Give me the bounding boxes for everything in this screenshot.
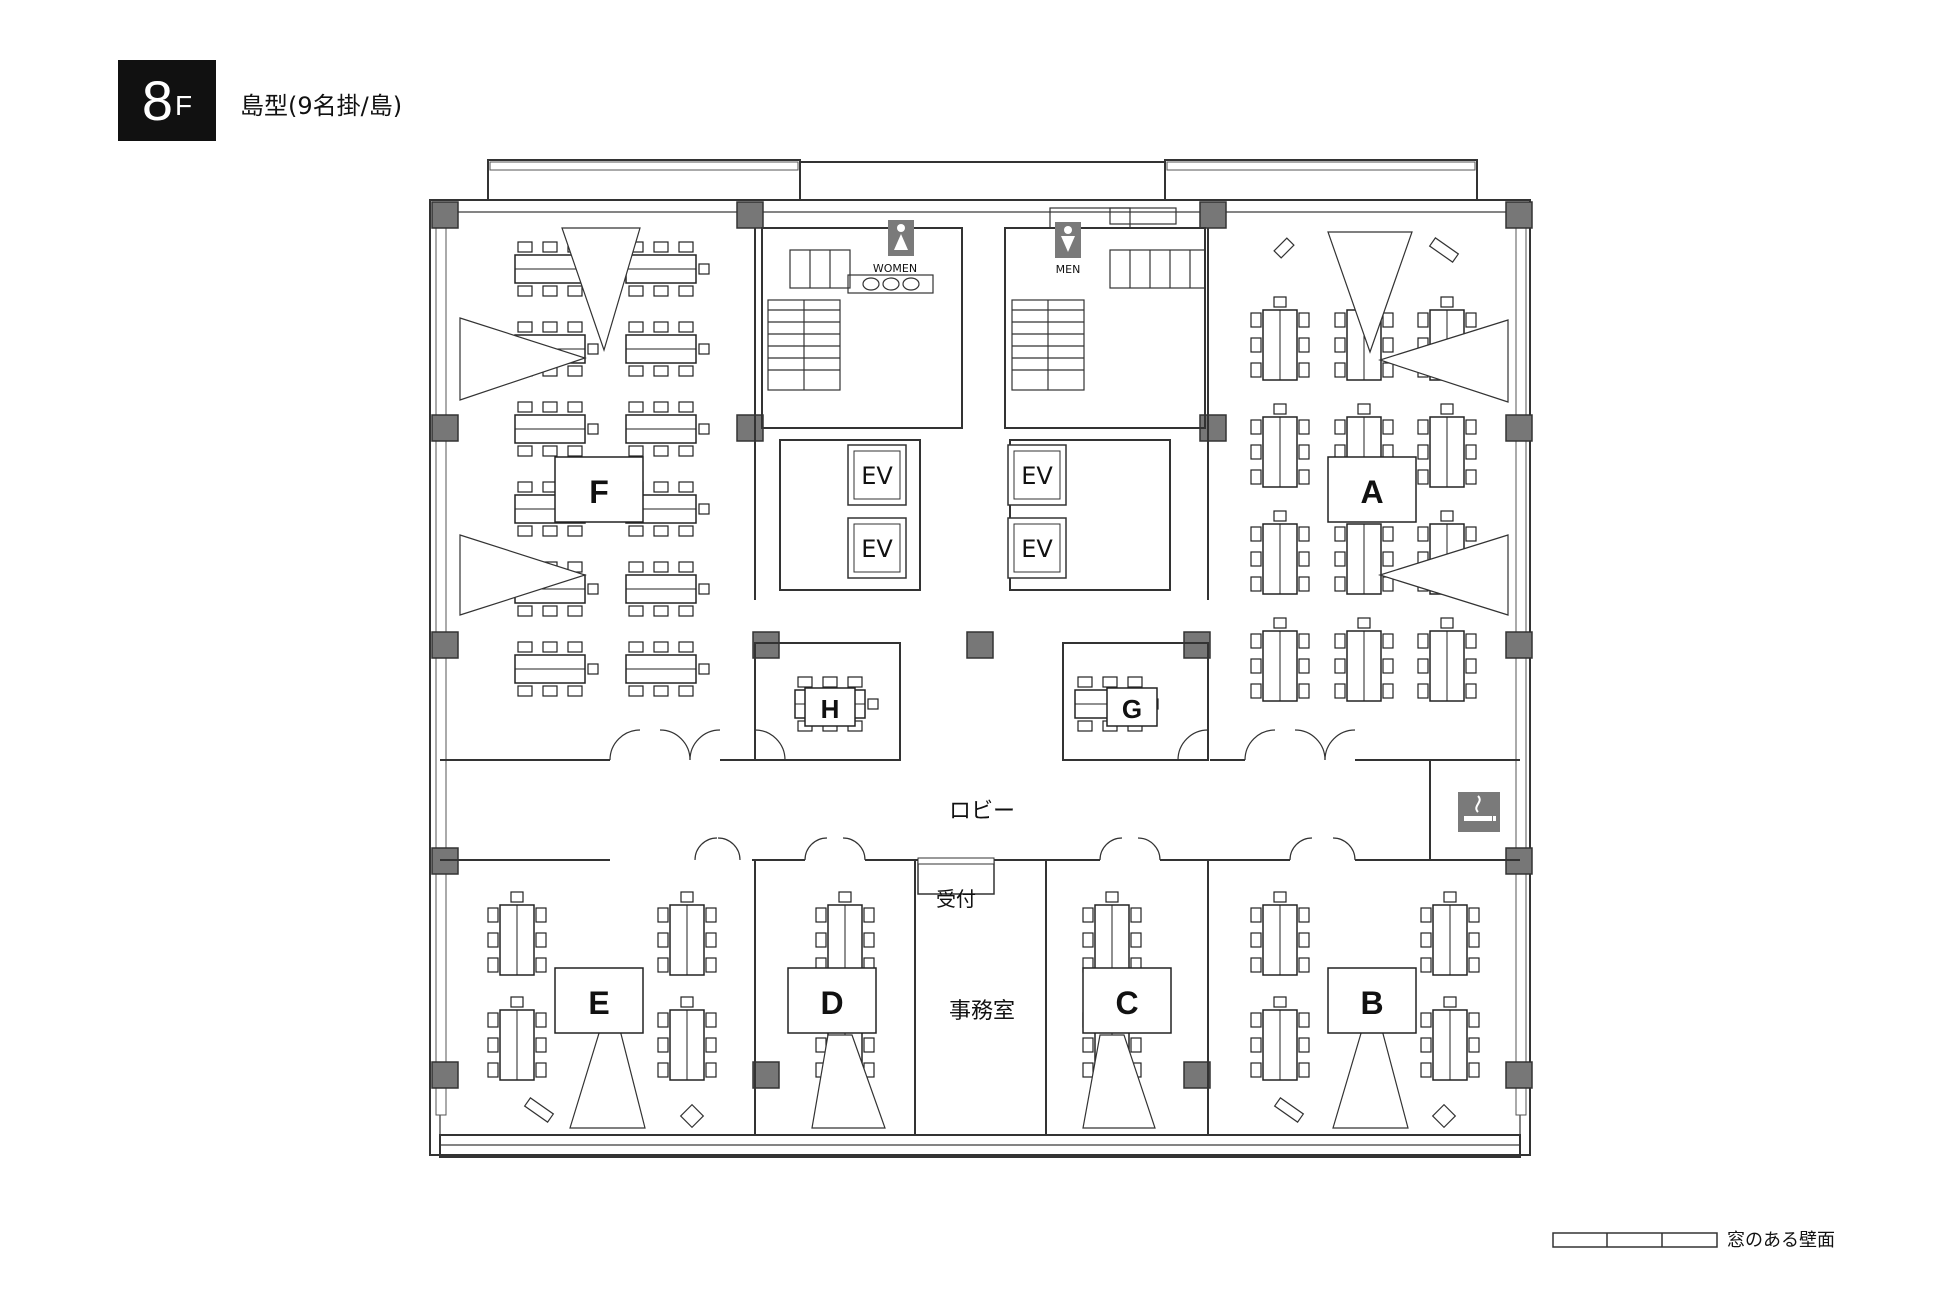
floor-number: 8 xyxy=(141,68,174,132)
women-restroom-icon xyxy=(888,220,914,256)
floor-badge: 8 F xyxy=(118,60,216,141)
stairs xyxy=(767,299,1085,391)
room-label-c: C xyxy=(1115,985,1138,1021)
screen-icon xyxy=(523,237,1460,1129)
room-label-plates xyxy=(554,456,1417,1034)
reception-label: 受付 xyxy=(936,887,976,911)
men-restroom-icon xyxy=(1055,222,1081,258)
room-label-d: D xyxy=(820,985,843,1021)
room-label-g: G xyxy=(1122,694,1142,724)
legend-window-wall-label: 窓のある壁面 xyxy=(1727,1230,1835,1251)
projector-icon xyxy=(459,227,1509,1129)
elevator-label-4: EV xyxy=(1021,535,1053,563)
legend-window-wall-swatch xyxy=(1552,1232,1718,1248)
room-label-a: A xyxy=(1360,474,1383,510)
office-label: 事務室 xyxy=(949,999,1015,1024)
women-restroom-label: WOMEN xyxy=(873,262,917,275)
room-label-h: H xyxy=(821,694,840,724)
elevator-label-3: EV xyxy=(1021,462,1053,490)
reception-desk xyxy=(917,857,995,895)
men-restroom-label: MEN xyxy=(1056,263,1081,276)
room-label-e: E xyxy=(588,985,609,1021)
elevator-label-2: EV xyxy=(861,535,893,563)
interior-walls xyxy=(440,227,1520,1135)
layout-title: 島型(9名掛/島) xyxy=(240,92,403,120)
restroom-stalls xyxy=(789,207,1206,294)
room-label-b: B xyxy=(1360,985,1383,1021)
lobby-label: ロビー xyxy=(949,799,1015,824)
elevator-label-1: EV xyxy=(861,462,893,490)
floor-unit: F xyxy=(175,89,193,121)
elevators xyxy=(847,444,1067,579)
room-label-f: F xyxy=(589,474,609,510)
smoking-area-icon xyxy=(1458,792,1500,832)
doors xyxy=(609,729,1356,861)
